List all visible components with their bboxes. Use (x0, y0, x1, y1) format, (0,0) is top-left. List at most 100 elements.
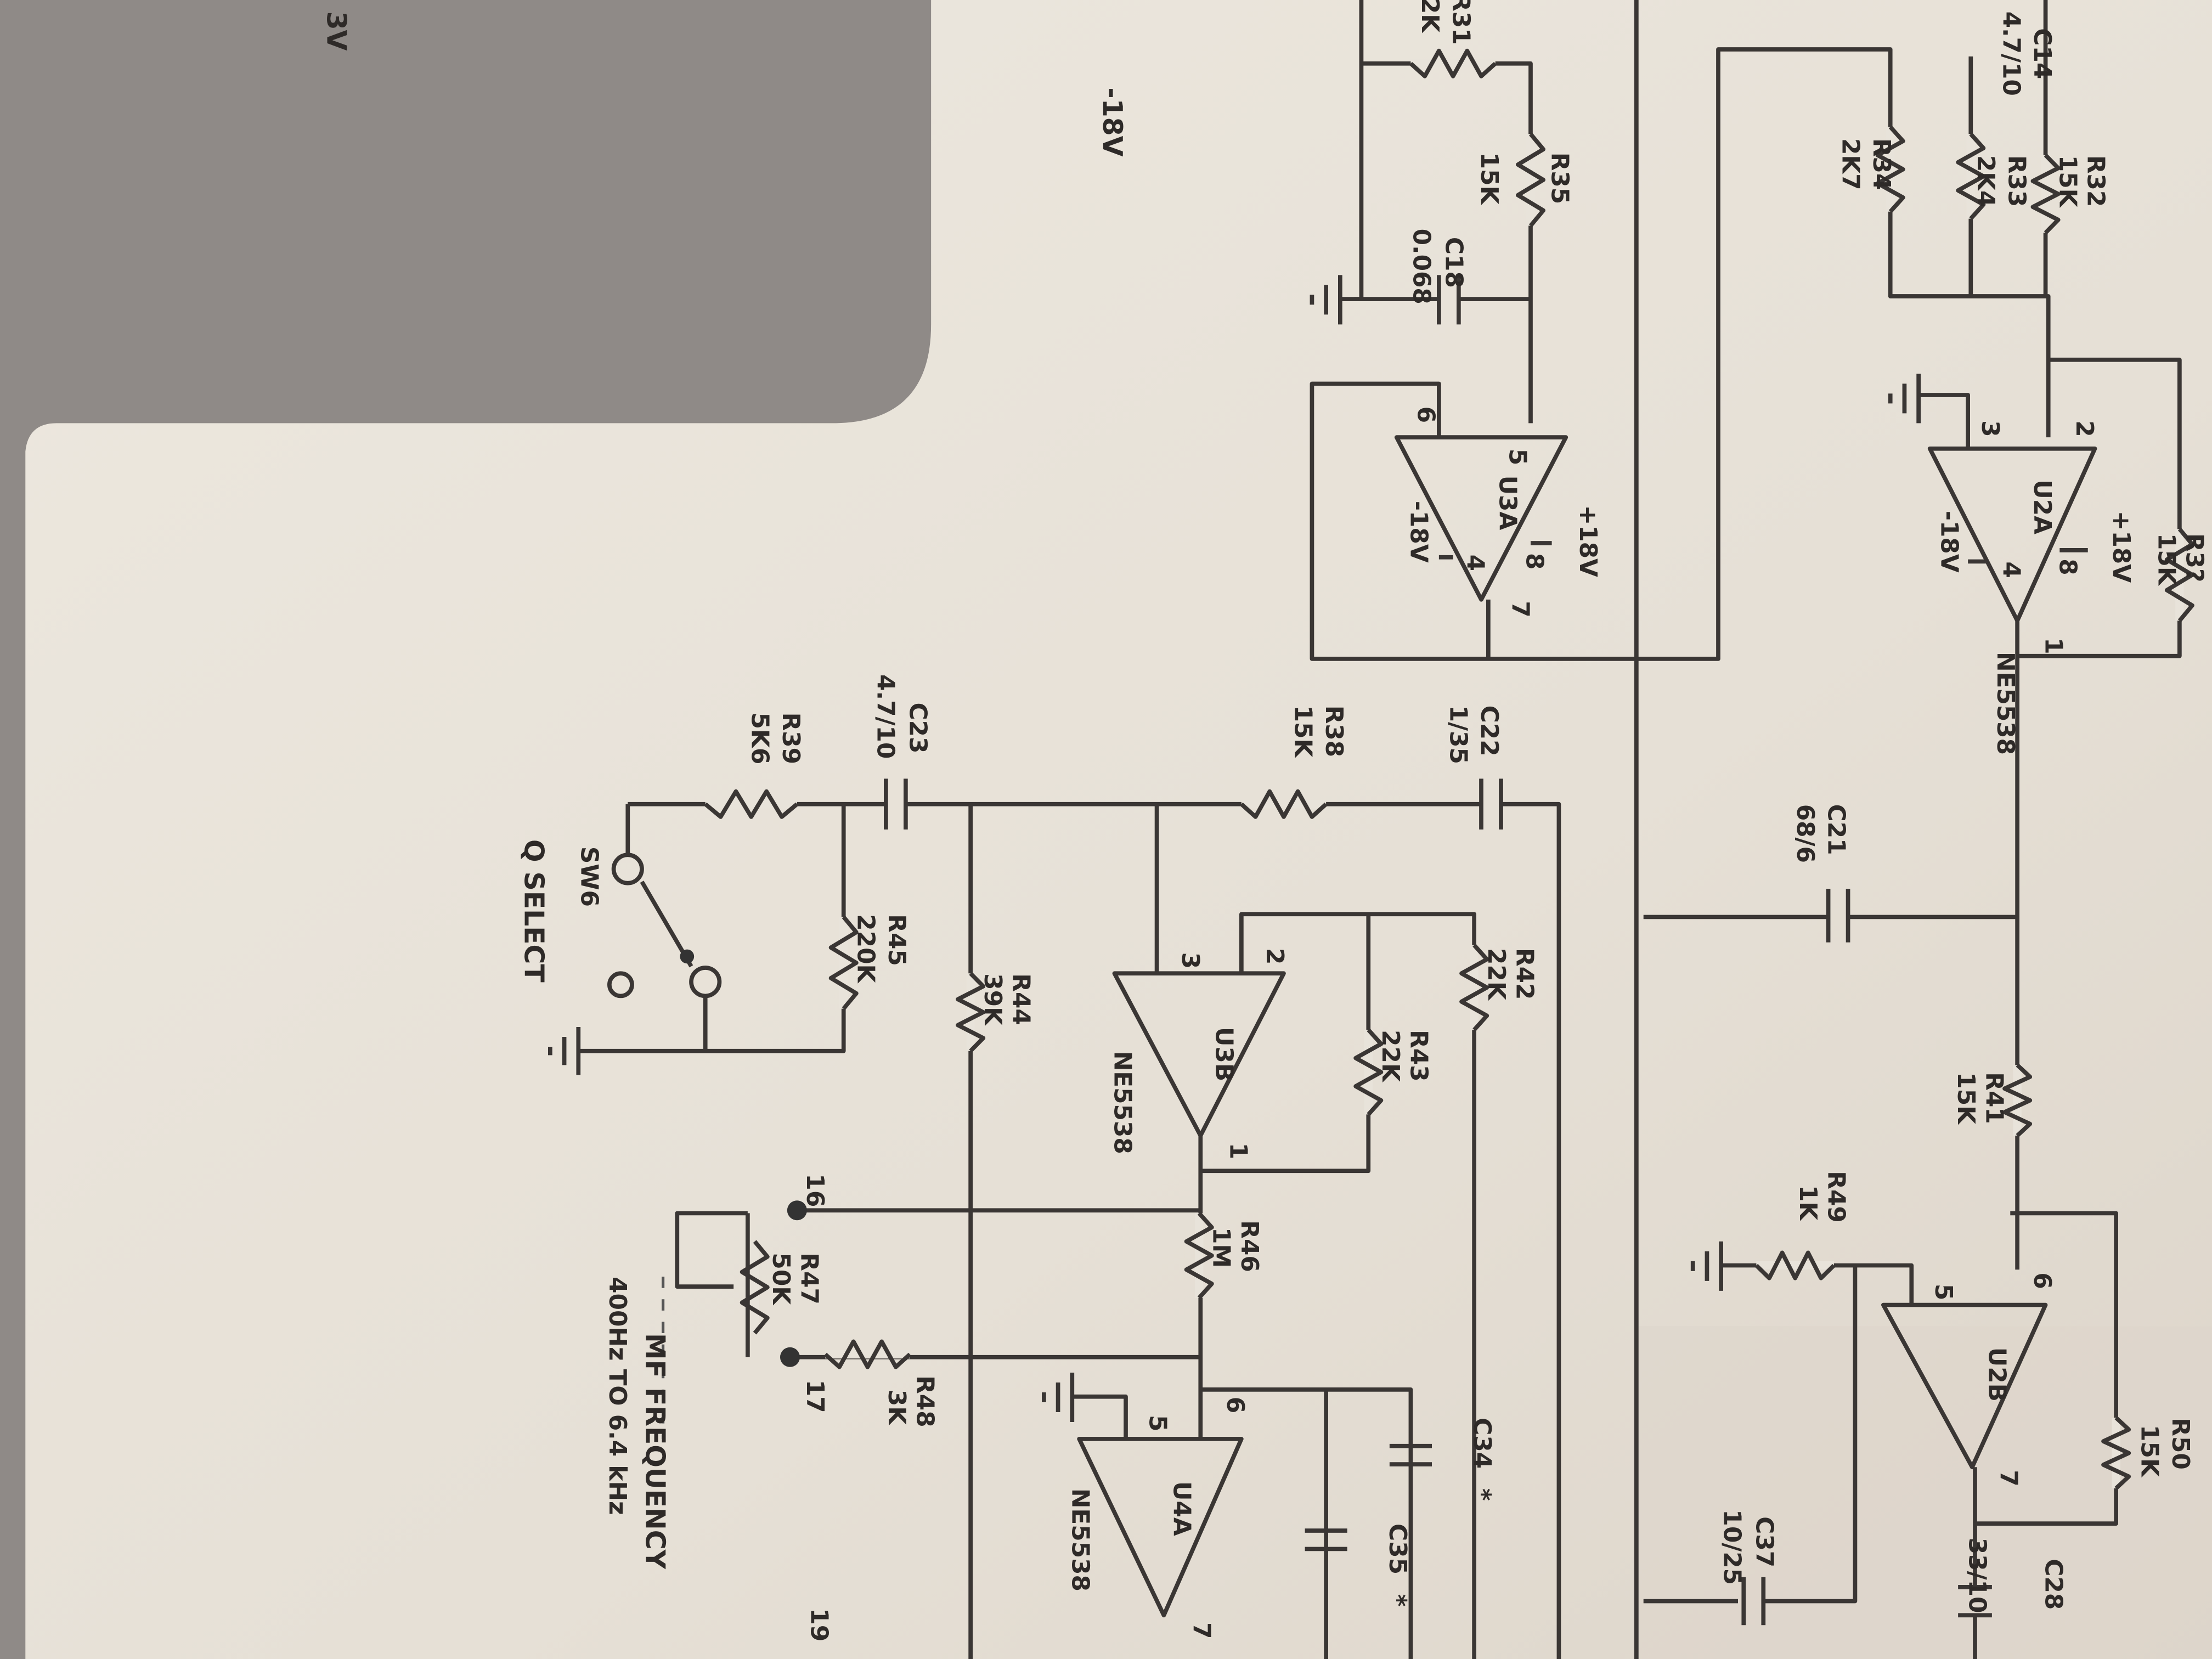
resistor-zigzag (1353, 1028, 1384, 1116)
label-ref: R41 (1980, 1072, 2008, 1124)
resistor-zigzag (704, 789, 799, 819)
resistor-zigzag (1184, 1211, 1214, 1300)
label-val: 15K (2135, 1425, 2163, 1478)
resistors (704, 48, 2194, 1490)
pot-pin16-dot (787, 1200, 807, 1221)
label-val: 15K (1475, 153, 1503, 206)
resistor-zigzag (1240, 789, 1328, 819)
label-val: 2K4 (1972, 155, 2000, 207)
resistor-zigzag (1409, 48, 1497, 78)
pin: 1 (2040, 637, 2068, 654)
pin: 1 (1224, 1143, 1252, 1159)
label-val: 15K (2152, 533, 2180, 586)
pin: 8 (2053, 558, 2081, 575)
pin: 3 (1176, 952, 1204, 969)
opamp-ref: U4A (1167, 1481, 1195, 1536)
label-ref: R32 (2082, 155, 2110, 207)
supply: +18V (2107, 511, 2135, 583)
resistor-zigzag (828, 915, 859, 1011)
part-number: NE5538 (1991, 652, 2019, 755)
label-val: * (1468, 1488, 1496, 1501)
label-val: 15K (1289, 706, 1317, 759)
pin: 2 (2070, 420, 2098, 437)
pin: 7 (1187, 1622, 1215, 1639)
sw6-label: Q SELECT (518, 839, 550, 983)
opamp-ref: U3A (1493, 476, 1521, 531)
resistor-zigzag (956, 972, 986, 1053)
pin: 6 (2028, 1272, 2056, 1289)
sw6-contact[interactable] (607, 971, 634, 998)
label-val: 10/25 (1718, 1509, 1746, 1585)
label-val: 68/6 (1791, 804, 1819, 863)
label-ref: R31 (1447, 0, 1475, 45)
sw6-contact[interactable] (611, 853, 644, 885)
label-ref: R33 (2003, 155, 2031, 207)
label-ref: R34 (1867, 138, 1895, 190)
resistor-zigzag (2164, 527, 2194, 622)
label-val: 5K6 (746, 713, 774, 765)
pin: 6 (1221, 1397, 1249, 1413)
opamp-u4a (1077, 1437, 1244, 1618)
pot-pin: 17 (801, 1380, 829, 1413)
labels: R35 15K R31 2K C18 0.068 5 6 U3A +18V -1… (518, 0, 2209, 1641)
resistor-zigzag (1516, 132, 1545, 227)
label-ref: R46 (1235, 1220, 1263, 1272)
sw6-contact[interactable] (689, 966, 722, 998)
label-ref: C14 (2028, 28, 2056, 79)
pot-range: 400Hz TO 6.4 kHz (603, 1277, 631, 1515)
opamp-ref: U3B (1210, 1027, 1238, 1081)
rail-label: 3V (321, 12, 352, 51)
label-ref: C22 (1475, 706, 1503, 757)
pin: 5 (1503, 449, 1531, 465)
label-ref: C34 (1468, 1418, 1496, 1469)
label-ref: C23 (904, 703, 932, 754)
resistor-zigzag (823, 1339, 912, 1369)
part-number: NE5538 (1108, 1051, 1136, 1154)
label-val: 2K (1416, 0, 1444, 33)
supply-pins (1438, 541, 2088, 564)
label-ref: R47 (795, 1252, 823, 1304)
supply: -18V (1935, 511, 1963, 573)
label-val: 4.7/10 (1997, 12, 2025, 96)
opamp-u3b (1112, 971, 1286, 1138)
resistor-zigzag (1459, 944, 1489, 1031)
pot-pin: 16 (801, 1173, 829, 1207)
label-val: 15K (2053, 155, 2081, 208)
pot-pin: 19 (805, 1608, 833, 1641)
resistor-zigzag (2101, 1416, 2131, 1490)
label-val: 4.7/10 (871, 674, 899, 759)
resistor-zigzag (740, 1240, 770, 1335)
label-val: 50K (767, 1252, 795, 1306)
label-ref: C37 (1750, 1516, 1778, 1567)
opamp-ref: U2B (1983, 1347, 2011, 1402)
label-val: 220K (851, 914, 879, 984)
label-val: 33/10 (1963, 1538, 1991, 1613)
pot-pin17-dot (780, 1347, 800, 1367)
opamp-u2a (1927, 446, 2097, 623)
label-ref: R50 (2166, 1418, 2194, 1469)
label-ref: C18 (1440, 237, 1468, 288)
label-val: 0.068 (1408, 229, 1436, 304)
label-val: 3K (883, 1390, 911, 1426)
resistor-zigzag (2002, 1063, 2033, 1137)
supply: +18V (1574, 505, 1602, 577)
supply: -18V (1404, 501, 1432, 563)
label-ref: R49 (1822, 1171, 1850, 1222)
label-ref: C28 (2040, 1559, 2068, 1610)
pin: 2 (1261, 948, 1289, 964)
label-ref: C35 (1384, 1523, 1412, 1575)
pin: 3 (1976, 420, 2004, 437)
label-ref: R48 (911, 1375, 939, 1427)
resistor-zigzag (1754, 1250, 1836, 1280)
pin: 6 (1412, 407, 1440, 423)
label-ref: R43 (1404, 1030, 1432, 1081)
label-ref: R38 (1320, 706, 1348, 757)
pin: 4 (1461, 555, 1489, 571)
label-val: 15K (1952, 1072, 1980, 1125)
pin: 5 (1144, 1415, 1172, 1431)
label-ref: R45 (883, 914, 911, 966)
opamp-u2b (1881, 1302, 2048, 1470)
sw6-pivot (680, 949, 695, 964)
label-ref: R39 (777, 713, 805, 764)
